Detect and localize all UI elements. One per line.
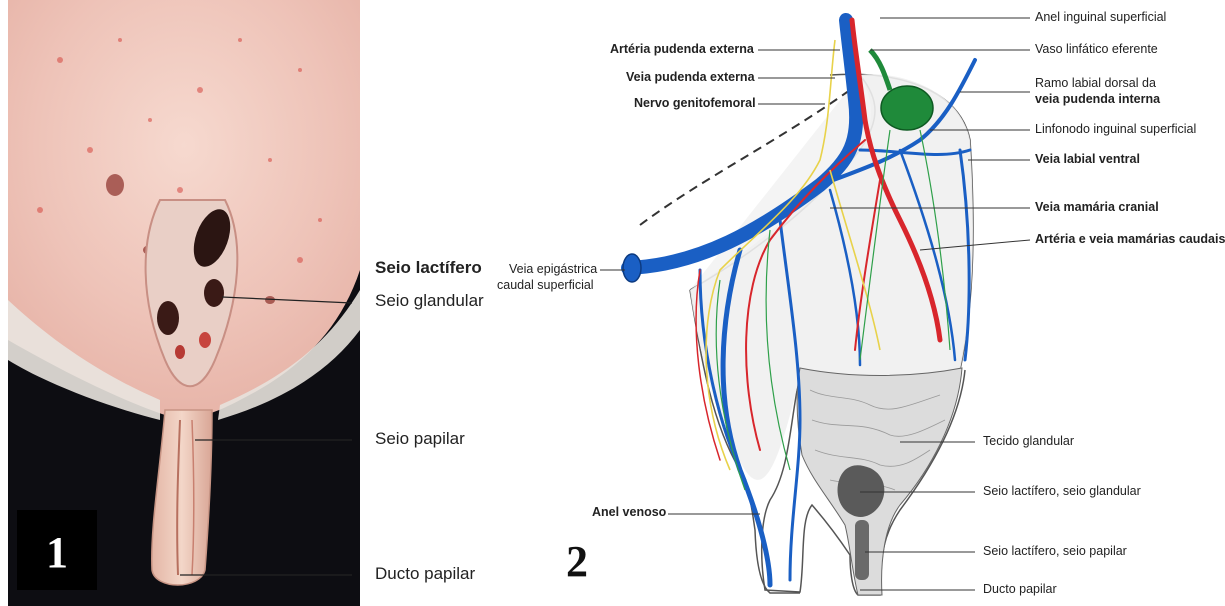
- label-nervo-genitofemoral: Nervo genitofemoral: [634, 96, 756, 110]
- label-linfonodo: Linfonodo inguinal superficial: [1035, 122, 1196, 136]
- label-seio-lact-glandular: Seio lactífero, seio glandular: [983, 484, 1141, 498]
- label-veia-epigastrica: Veia epigástrica: [509, 262, 597, 276]
- label-veia-pudenda-externa: Veia pudenda externa: [626, 70, 755, 84]
- lymph-node: [881, 86, 933, 130]
- label-ducto-papilar-2: Ducto papilar: [983, 582, 1057, 596]
- label-veia-pudenda-interna: veia pudenda interna: [1035, 92, 1160, 106]
- label-arteria-pudenda-externa: Artéria pudenda externa: [610, 42, 754, 56]
- epigastric-vein-stump: [623, 254, 641, 282]
- label-veia-mamaria-cranial: Veia mamária cranial: [1035, 200, 1159, 214]
- label-caudal-superficial: caudal superficial: [497, 278, 594, 292]
- teat-canal: [855, 520, 869, 580]
- label-ramo-labial: Ramo labial dorsal da: [1035, 76, 1156, 90]
- label-tecido-glandular: Tecido glandular: [983, 434, 1074, 448]
- label-veia-labial-ventral: Veia labial ventral: [1035, 152, 1140, 166]
- label-vaso-linfatico: Vaso linfático eferente: [1035, 42, 1158, 56]
- figure-2-number: 2: [566, 536, 588, 587]
- label-arteria-veia-mamarias: Artéria e veia mamárias caudais: [1035, 232, 1225, 246]
- label-anel-inguinal: Anel inguinal superficial: [1035, 10, 1166, 24]
- label-seio-lact-papilar: Seio lactífero, seio papilar: [983, 544, 1127, 558]
- label-anel-venoso: Anel venoso: [592, 505, 666, 519]
